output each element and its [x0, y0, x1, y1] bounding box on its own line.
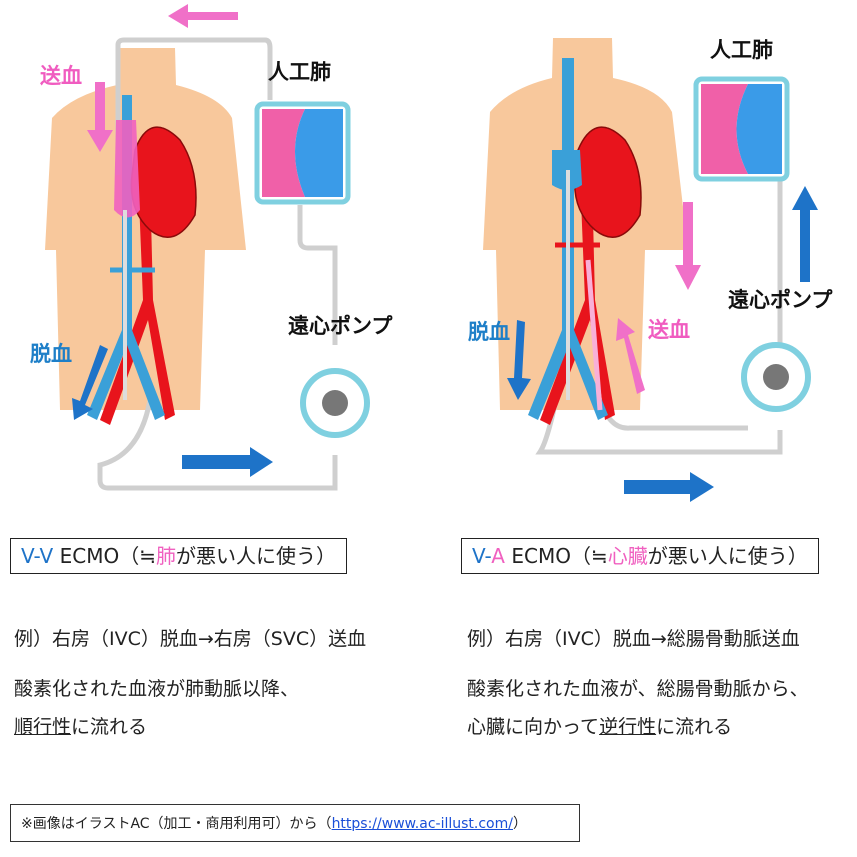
- vv-title-part3: 肺: [155, 544, 176, 568]
- va-artery: [540, 175, 615, 425]
- vv-title-part4: が悪い人に使う）: [175, 544, 336, 568]
- va-desc-b: に流れる: [656, 716, 733, 738]
- va-desc-underline: 逆行性: [599, 716, 657, 738]
- va-label-send: 送血: [648, 318, 690, 342]
- vv-title-box: V-V ECMO（≒肺が悪い人に使う）: [10, 538, 347, 574]
- va-diagram: [483, 38, 818, 502]
- vv-label-send: 送血: [40, 64, 82, 88]
- ecmo-illustration: [45, 4, 818, 502]
- vv-label-pump: 遠心ポンプ: [288, 314, 393, 338]
- vv-example: 例）右房（IVC）脱血→右房（SVC）送血: [14, 628, 367, 650]
- vv-heart: [130, 126, 197, 238]
- credit-suffix: ）: [512, 816, 527, 832]
- va-title-part3: ECMO（≒: [504, 544, 608, 568]
- vv-oxy-svc: [114, 120, 140, 218]
- credit-prefix: ※画像はイラストAC（加工・商用利用可）から（: [21, 816, 332, 832]
- va-label-drain: 脱血: [468, 320, 510, 344]
- vv-desc-rest: に流れる: [71, 716, 148, 738]
- va-title-box: V-A ECMO（≒心臓が悪い人に使う）: [461, 538, 819, 574]
- vv-diagram: [45, 4, 370, 491]
- va-arrow-blue-up: [792, 186, 818, 282]
- va-desc-a: 心臓に向かって: [467, 716, 600, 738]
- va-arrow-send-up: [616, 318, 645, 394]
- va-label-lung: 人工肺: [710, 38, 773, 62]
- va-title-part4: 心臓: [607, 544, 648, 568]
- vv-tube-return: [115, 37, 273, 175]
- vv-title-part1: V-V: [21, 544, 54, 568]
- va-desc-line1: 酸素化された血液が、総腸骨動脈から、: [467, 678, 809, 700]
- vv-artery: [100, 175, 175, 425]
- va-arrow-bottom-right: [624, 472, 714, 502]
- vv-desc-line1: 酸素化された血液が肺動脈以降、: [14, 678, 300, 700]
- vv-desc-line2: 順行性に流れる: [14, 718, 147, 737]
- vv-arrow-top-left: [168, 4, 238, 28]
- vv-tube-drain: [97, 399, 338, 491]
- vv-label-drain: 脱血: [30, 342, 72, 366]
- credit-link[interactable]: https://www.ac-illust.com/: [331, 816, 513, 832]
- credit-note: ※画像はイラストAC（加工・商用利用可）から（https://www.ac-il…: [10, 804, 580, 842]
- vv-arrow-bottom-right: [182, 447, 273, 477]
- va-desc-line2: 心臓に向かって逆行性に流れる: [467, 718, 732, 737]
- va-label-pump: 遠心ポンプ: [728, 288, 833, 312]
- vv-arrow-send-down: [87, 82, 113, 152]
- vv-arrow-drain: [72, 345, 108, 420]
- va-arrow-drain: [507, 320, 531, 400]
- va-example: 例）右房（IVC）脱血→総腸骨動脈送血: [467, 628, 800, 650]
- va-title-part1: V-: [472, 544, 492, 568]
- vv-title-part2: ECMO（≒: [53, 544, 156, 568]
- vv-tube-lung-pump: [297, 205, 338, 345]
- va-heart: [573, 126, 642, 238]
- va-title-part2: A: [491, 544, 505, 568]
- va-arrow-pink-down: [675, 202, 701, 290]
- vv-label-lung: 人工肺: [268, 60, 331, 84]
- vv-desc-underline: 順行性: [14, 716, 72, 738]
- va-title-part5: が悪い人に使う）: [647, 544, 808, 568]
